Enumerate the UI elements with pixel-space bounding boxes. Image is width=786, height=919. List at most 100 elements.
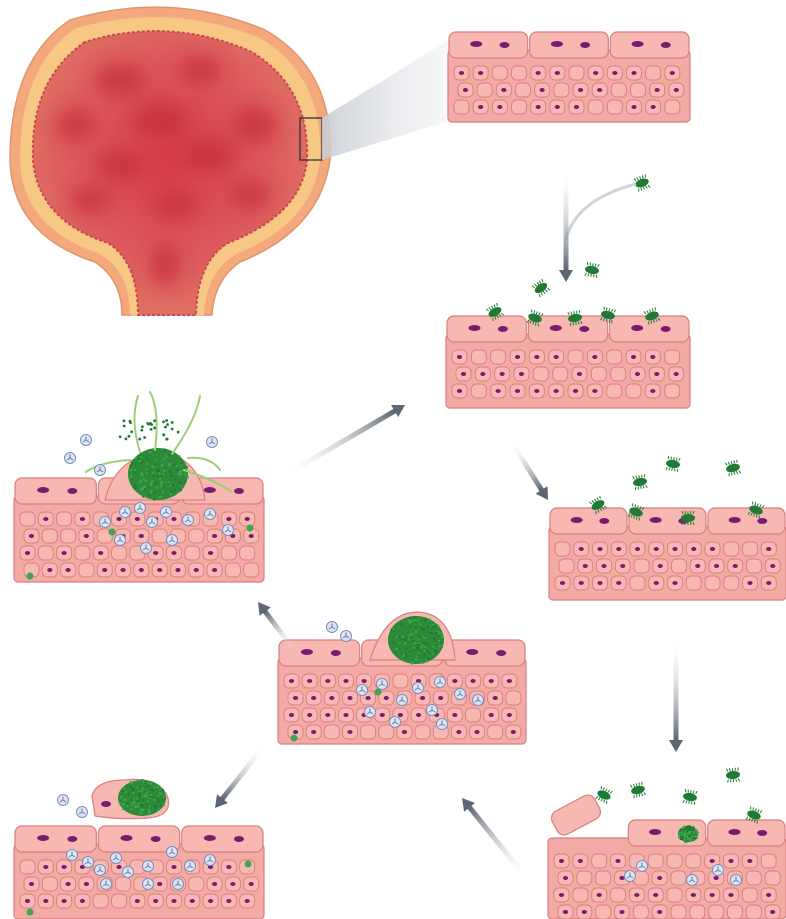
basal-cell [533,367,548,381]
nucleus [80,517,85,521]
basal-cell [665,384,680,398]
nucleus [672,547,677,551]
arrow-icon [669,635,683,752]
neutrophil-icon [67,850,78,861]
nucleus [695,564,700,568]
nucleus [212,534,217,538]
nucleus [597,893,602,897]
bacterium-icon [682,789,698,805]
nucleus [384,696,389,700]
basal-cell [152,529,167,543]
nucleus [489,713,494,717]
basal-cell [512,66,527,80]
bladder-cross-section [10,7,330,315]
basal-cell [765,871,780,885]
sloughing-umbrella-cell [549,792,604,837]
nucleus [457,389,462,393]
bacterium-icon [681,511,695,525]
nucleus [507,713,512,717]
nucleus [347,730,352,734]
nucleus [121,835,133,841]
nucleus [331,650,341,656]
internalized-bacterium [109,529,116,536]
umbrella-cell [708,820,785,846]
basal-cell [607,100,622,114]
nucleus [25,551,30,555]
basal-cell [648,854,663,868]
basal-cell [611,367,626,381]
neutrophil-icon [143,861,154,872]
released-bacterium [166,423,169,426]
nucleus [249,534,254,538]
nucleus [249,882,254,886]
basal-cell [189,877,204,891]
umbrella-cell [708,508,785,534]
nucleus [153,551,158,555]
nucleus [380,713,385,717]
neutrophil-icon [205,509,216,520]
umbrella-cell [530,32,609,58]
bacterium-icon [725,767,740,782]
nucleus [98,551,103,555]
basal-cell [671,905,686,919]
basal-cell [93,894,108,908]
nucleus [540,88,545,92]
nucleus [497,105,502,109]
neutrophil-icon [473,695,484,706]
neutrophil-icon [427,705,438,716]
neutrophil-icon [357,685,368,696]
basal-cell [761,854,776,868]
nucleus [650,389,655,393]
nucleus [208,899,213,903]
basal-cell [630,576,645,590]
basal-cell [492,66,507,80]
internalized-bacterium [27,909,34,916]
nucleus [343,679,348,683]
basal-cell [75,546,90,560]
nucleus [311,730,316,734]
nucleus [67,488,77,494]
nucleus [714,564,719,568]
nucleus [654,581,659,585]
nucleus [578,88,583,92]
nucleus [67,836,77,842]
nucleus [234,488,244,494]
nucleus [560,581,565,585]
nucleus [80,899,85,903]
released-bacterium [143,436,146,439]
nucleus [234,836,244,842]
nucleus [120,568,125,572]
nucleus [577,372,582,376]
released-bacterium [177,431,180,434]
basal-cell [671,871,686,885]
umbrella-cell [449,32,528,58]
nucleus [563,910,568,914]
nucleus [729,517,741,523]
neutrophil-icon [413,683,424,694]
released-bacterium [164,426,167,429]
bacterial-filament [134,396,140,452]
basal-cell [244,563,259,577]
released-bacterium [125,437,128,440]
nucleus [153,899,158,903]
nucleus [658,564,663,568]
umbrella-cell [15,826,96,852]
nucleus [66,568,71,572]
nucleus [230,882,235,886]
nucleus [212,882,217,886]
nucleus [601,564,606,568]
nucleus [208,551,213,555]
basal-cell [516,83,531,97]
nucleus [29,882,34,886]
nucleus [245,517,250,521]
nucleus [579,326,589,332]
basal-cell [742,888,757,902]
nucleus [43,899,48,903]
basal-cell [667,888,682,902]
arrow-icon [280,405,405,478]
neutrophil-icon [81,435,92,446]
neutrophil-icon [435,677,446,688]
bacterium-icon [724,459,741,476]
neutrophil-icon [637,861,648,872]
nucleus [463,88,468,92]
